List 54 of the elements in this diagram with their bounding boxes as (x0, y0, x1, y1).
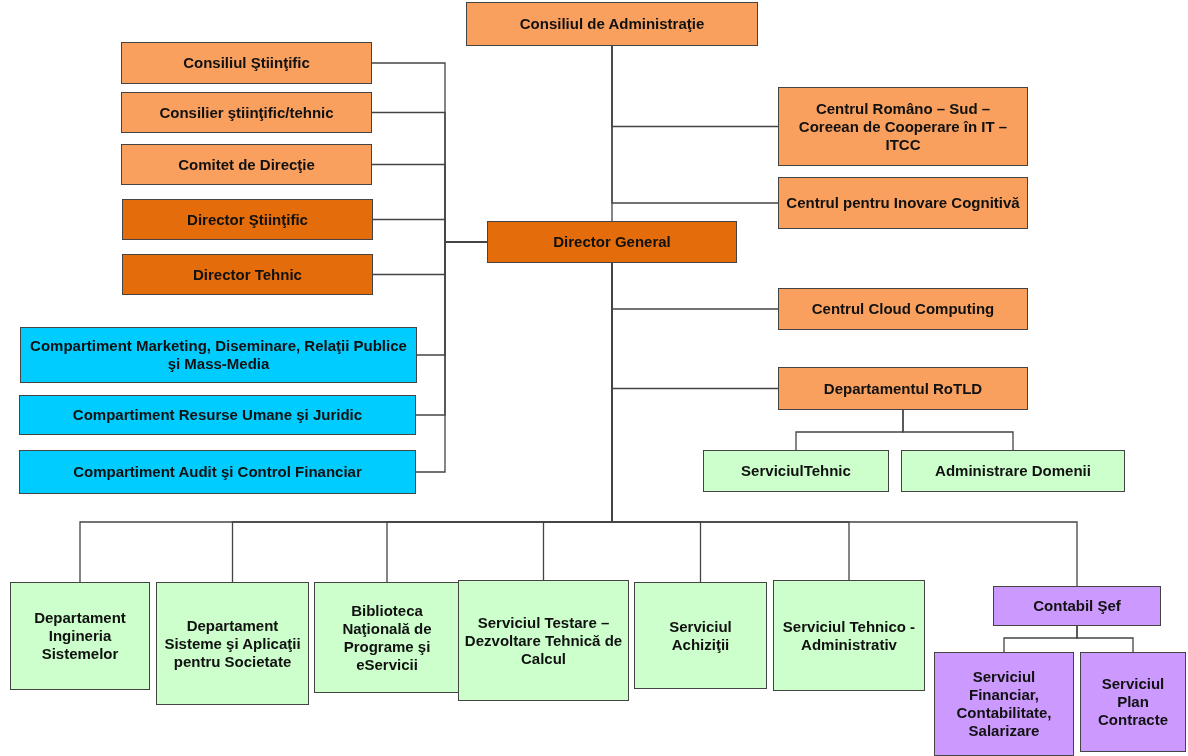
unit-name: Compartiment Resurse Umane şi Juridic (72, 406, 363, 424)
unit-name: Director Tehnic (193, 265, 302, 284)
org-unit-box (122, 254, 373, 295)
org-unit-box (778, 288, 1028, 330)
unit-name: Serviciul Financiar, Contabilitate, Salarizare (955, 668, 1053, 740)
org-unit-box (19, 450, 416, 494)
org-unit-box (703, 450, 889, 492)
unit-name: Serviciul Plan Contracte (1097, 675, 1169, 729)
org-unit-box (121, 42, 372, 84)
unit-name: Comitet de Direcţie (178, 155, 315, 174)
unit-name: ServiciulTehnic (741, 462, 851, 480)
unit-name: Contabil Şef (1033, 597, 1121, 615)
org-unit-box (10, 582, 150, 690)
unit-name: Consiliul de Administraţie (519, 15, 705, 33)
org-unit-box (993, 586, 1161, 626)
org-unit-box (778, 367, 1028, 410)
unit-name: Biblioteca Naţională de Programe şi eServicii (341, 601, 433, 674)
unit-name: Administrare Domenii (935, 462, 1091, 480)
unit-name: Serviciul Testare – Dezvoltare Tehnică de Calcul (464, 613, 623, 668)
org-unit-box (487, 221, 737, 263)
unit-name: Departament Sisteme şi Aplicaţii pentru Societate (163, 616, 302, 671)
org-unit-box (934, 652, 1074, 756)
org-unit-box (634, 582, 767, 689)
unit-name: Compartiment Marketing, Diseminare, Relaţii Publice şi Mass-Media (29, 337, 408, 373)
unit-name: Serviciul Achiziţii (668, 617, 733, 654)
connector-line (611, 45, 779, 204)
org-unit-box (458, 580, 629, 701)
org-unit-box (121, 92, 372, 133)
org-unit-box (466, 2, 758, 46)
unit-name: Centrul Româno – Sud – Coreean de Cooperare în IT – ITCC (797, 99, 1009, 154)
unit-name: Centrul pentru Inovare Cognitivă (786, 194, 1020, 212)
connector-line (415, 241, 488, 473)
org-unit-box (20, 327, 417, 383)
unit-name: Serviciul Tehnico - Administrativ (781, 617, 917, 654)
unit-name: Director Ştiinţific (187, 210, 308, 229)
unit-name: Consilier ştiinţific/tehnic (159, 103, 334, 122)
org-unit-box (19, 395, 416, 435)
org-unit-box (314, 582, 460, 693)
unit-name: Director General (553, 233, 671, 251)
connector-line (1076, 625, 1134, 653)
org-unit-box (1080, 652, 1186, 752)
unit-name: Centrul Cloud Computing (811, 300, 995, 318)
org-unit-box (778, 87, 1028, 166)
org-unit-box (773, 580, 925, 691)
connector-line (902, 409, 1014, 451)
org-unit-box (778, 177, 1028, 229)
unit-name: Departamentul RoTLD (823, 379, 983, 398)
org-unit-box (156, 582, 309, 705)
unit-name: Departament Ingineria Sistemelor (33, 609, 127, 663)
org-unit-box (121, 144, 372, 185)
unit-name: Compartiment Audit şi Control Financiar (73, 463, 362, 481)
org-unit-box (901, 450, 1125, 492)
unit-name: Consiliul Ştiinţific (183, 54, 310, 72)
org-unit-box (122, 199, 373, 240)
